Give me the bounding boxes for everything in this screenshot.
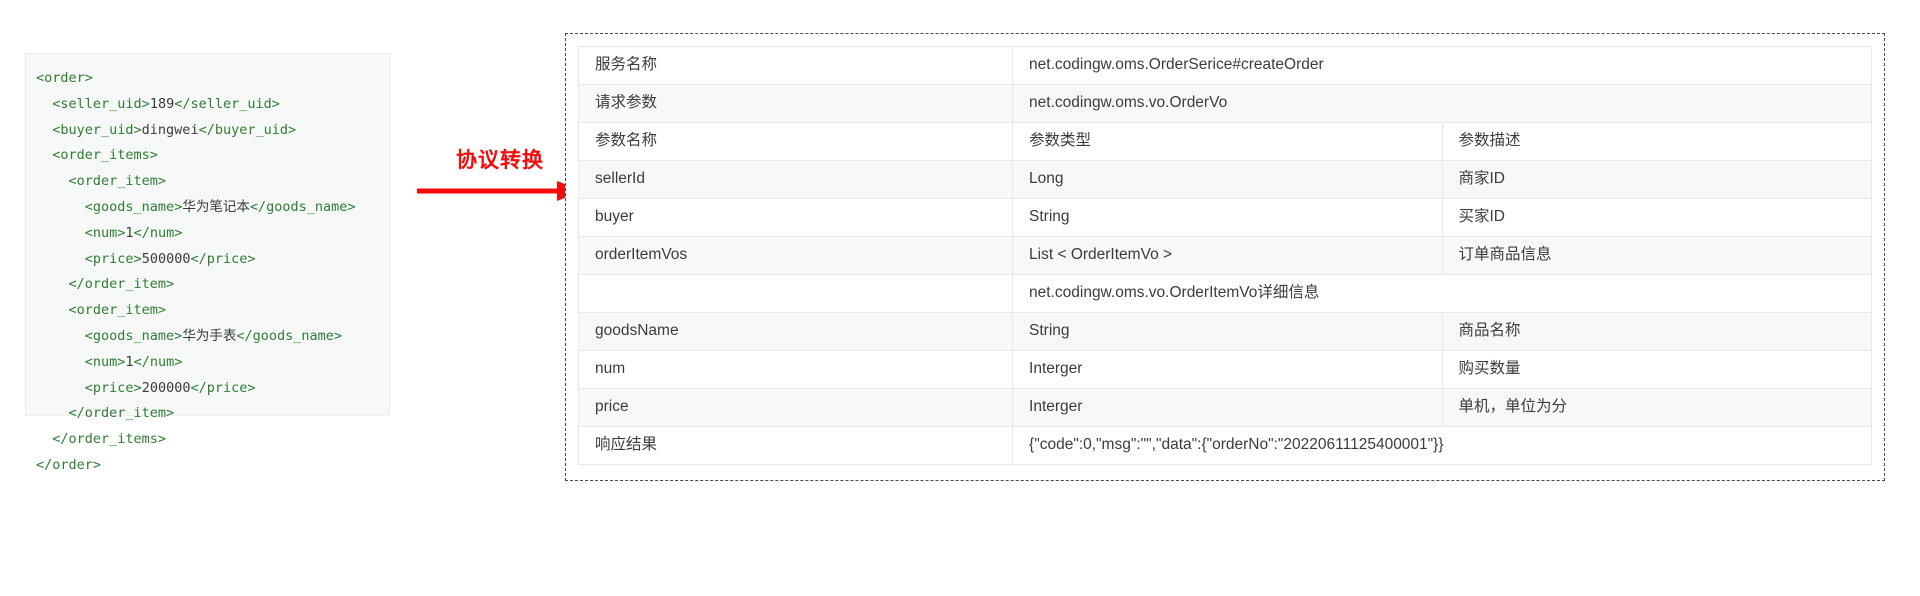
xml-tag: <buyer_uid> (52, 121, 142, 138)
table-cell: net.codingw.oms.OrderSerice#createOrder (1012, 46, 1872, 85)
table-cell: net.codingw.oms.vo.OrderVo (1012, 84, 1872, 123)
xml-tag: <goods_name> (84, 327, 183, 344)
table-cell: Interger (1012, 350, 1443, 389)
xml-text: 华为笔记本 (182, 198, 250, 215)
code-line: <num>1</num> (36, 353, 183, 370)
table-cell: 参数类型 (1012, 122, 1443, 161)
table-cell: buyer (577, 198, 1014, 237)
xml-tag: <order_items> (52, 147, 158, 164)
code-line: </order_items> (36, 431, 166, 447)
table-cell: 单机，单位为分 (1441, 388, 1872, 427)
code-line: <order> (36, 70, 93, 86)
xml-tag: <seller_uid> (52, 95, 150, 112)
table-cell: sellerId (577, 160, 1014, 199)
xml-tag: </order_item> (68, 405, 175, 422)
code-line: </order_item> (36, 276, 175, 293)
xml-text: 500000 (141, 250, 191, 267)
table-cell: {"code":0,"msg":"","data":{"orderNo":"20… (1012, 426, 1872, 465)
table-cell: 参数名称 (577, 122, 1014, 161)
table-row: net.codingw.oms.vo.OrderItemVo详细信息 (577, 274, 1872, 313)
code-line: <order_item> (36, 173, 167, 190)
xml-text: 华为手表 (182, 327, 237, 344)
table-cell: goodsName (577, 312, 1014, 351)
table-row: 响应结果{"code":0,"msg":"","data":{"orderNo"… (577, 426, 1872, 465)
xml-tag: </goods_name> (249, 198, 356, 215)
table-cell: 响应结果 (577, 426, 1014, 465)
protocol-conversion-arrow-group: 协议转换 (417, 149, 583, 205)
xml-tag: </order_items> (52, 431, 167, 448)
xml-tag: </buyer_uid> (198, 121, 297, 138)
code-line: <goods_name>华为笔记本</goods_name> (36, 199, 356, 215)
table-cell: String (1012, 312, 1443, 351)
table-cell: 商品名称 (1441, 312, 1872, 351)
table-cell: 参数描述 (1441, 122, 1872, 161)
xml-tag: </price> (190, 250, 256, 267)
xml-tag: <num> (84, 224, 126, 241)
table-cell: 服务名称 (577, 46, 1014, 85)
xml-text: 200000 (141, 379, 191, 396)
code-line: <num>1</num> (36, 224, 183, 241)
xml-tag: <num> (84, 353, 126, 370)
xml-text: 1 (125, 224, 134, 241)
xml-tag: <order_item> (68, 173, 167, 190)
code-line: <order_items> (36, 147, 158, 163)
code-line: <buyer_uid>dingwei</buyer_uid> (36, 122, 296, 138)
right-arrow-icon (417, 181, 583, 201)
xml-tag: <price> (84, 250, 142, 267)
xml-tag: </num> (133, 353, 183, 370)
xml-tag: <goods_name> (84, 198, 183, 215)
code-line: <seller_uid>189</seller_uid> (36, 96, 280, 112)
xml-tag: </order> (36, 456, 102, 473)
table-cell: num (577, 350, 1014, 389)
table-cell (577, 274, 1014, 313)
code-line: <price>200000</price> (36, 380, 256, 396)
xml-text: dingwei (141, 121, 199, 138)
table-cell: String (1012, 198, 1443, 237)
table-cell: 商家ID (1441, 160, 1872, 199)
xml-tag: <order> (36, 70, 93, 86)
table-cell: 购买数量 (1441, 350, 1872, 389)
table-cell: Interger (1012, 388, 1443, 427)
table-row: 参数名称参数类型参数描述 (577, 122, 1872, 161)
xml-code-block: <order> <seller_uid>189</seller_uid> <bu… (26, 66, 389, 479)
xml-tag: </order_item> (68, 276, 175, 293)
protocol-conversion-label: 协议转换 (456, 149, 544, 172)
xml-tag: </goods_name> (236, 327, 342, 344)
table-cell: orderItemVos (577, 236, 1014, 275)
code-line: <goods_name>华为手表</goods_name> (36, 328, 342, 344)
code-line: <price>500000</price> (36, 251, 256, 267)
table-cell: price (577, 388, 1014, 427)
table-cell: Long (1012, 160, 1443, 199)
xml-tag: </num> (133, 224, 183, 241)
xml-tag: <order_item> (68, 302, 167, 319)
xml-tag: </seller_uid> (174, 95, 280, 112)
code-line: </order> (36, 457, 101, 473)
xml-tag: </price> (190, 379, 256, 396)
xml-text: 189 (149, 95, 175, 112)
table-cell: 买家ID (1441, 198, 1872, 237)
xml-code-panel: <order> <seller_uid>189</seller_uid> <bu… (25, 53, 390, 473)
code-line: </order_item> (36, 405, 175, 422)
code-line: <order_item> (36, 302, 167, 319)
table-cell: 订单商品信息 (1441, 236, 1872, 275)
xml-tag: <price> (84, 379, 142, 396)
table-cell: net.codingw.oms.vo.OrderItemVo详细信息 (1012, 274, 1872, 313)
table-cell: List < OrderItemVo > (1012, 236, 1443, 275)
table-cell: 请求参数 (577, 84, 1014, 123)
xml-text: 1 (125, 353, 134, 370)
